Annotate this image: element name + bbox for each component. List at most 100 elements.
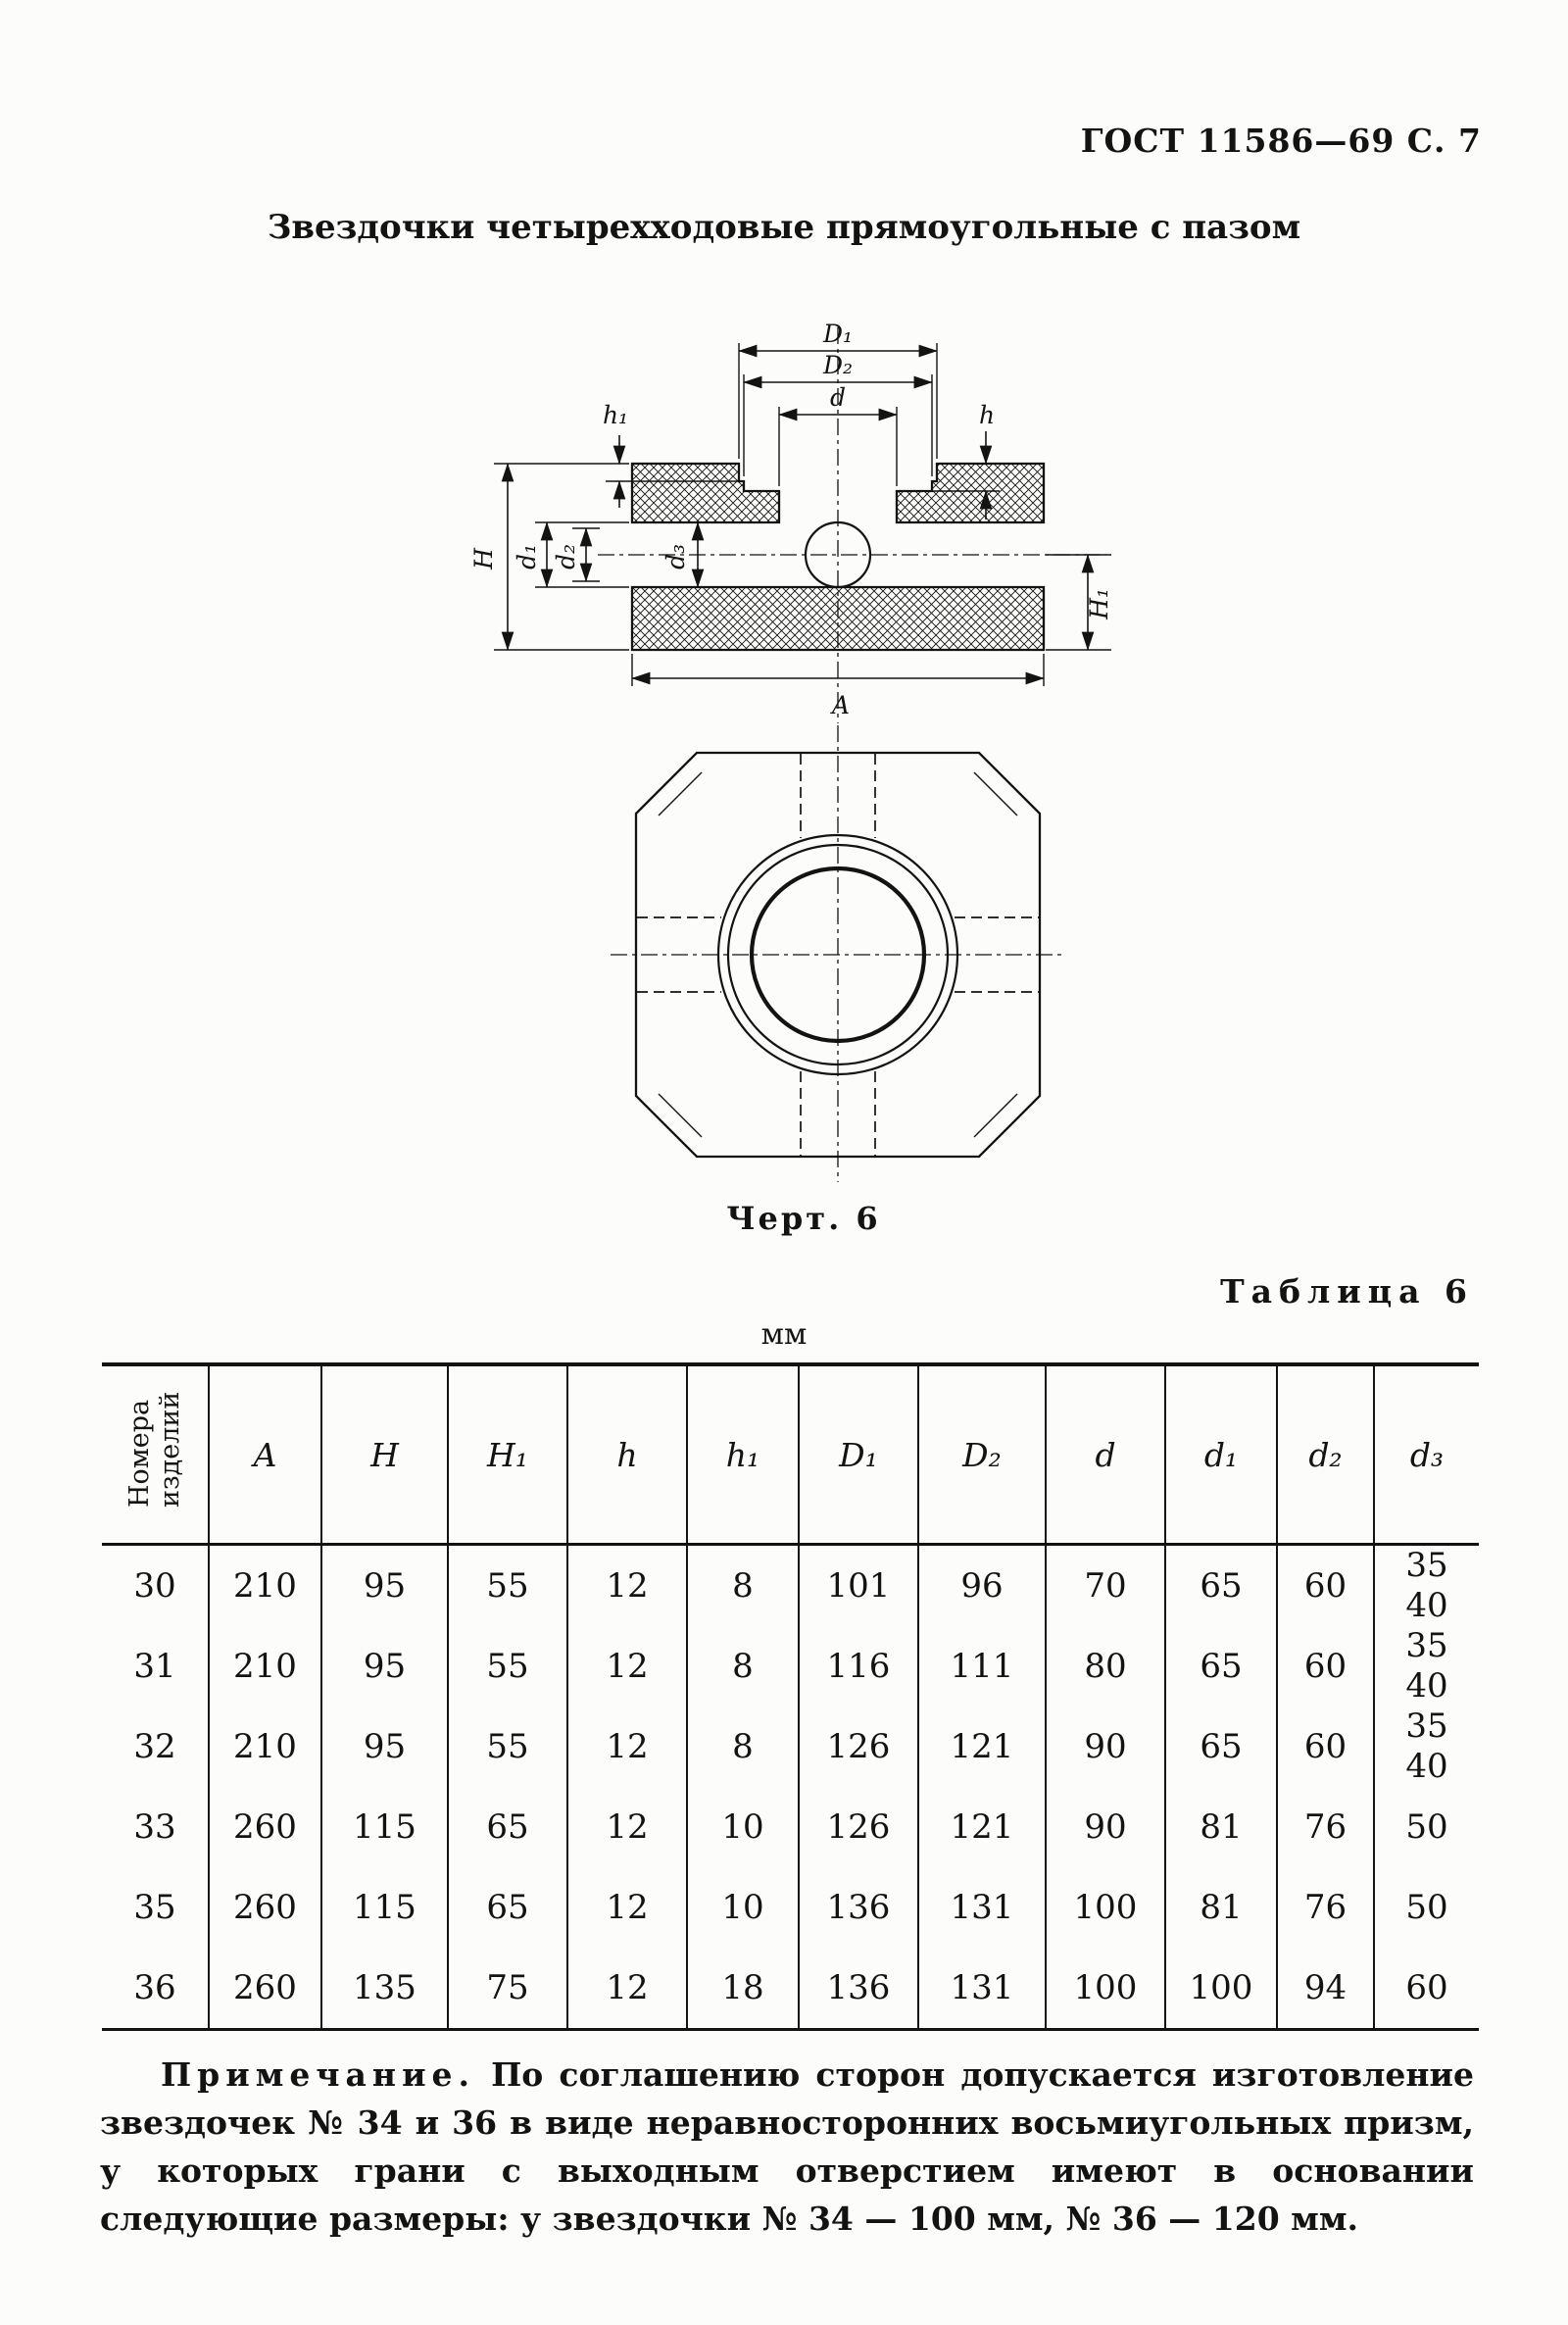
dim-label-A: A [830, 691, 850, 719]
table-cell: 101 [798, 1544, 918, 1626]
table-cell: 116 [798, 1626, 918, 1707]
table-row: 35 260 115 65 12 10 136 131 100 81 76 50 [102, 1867, 1479, 1948]
table-cell: 94 [1276, 1948, 1374, 2030]
table-cell: 121 [917, 1787, 1046, 1867]
table-cell: 65 [447, 1787, 567, 1867]
table-cell: 12 [566, 1787, 687, 1867]
table-cell: 33 [133, 1807, 176, 1847]
col-header-H1: H₁ [447, 1364, 567, 1546]
col-header-H: H [320, 1364, 448, 1546]
table-cell: 8 [686, 1626, 799, 1707]
table-cell: 100 [1164, 1948, 1277, 2030]
units-label: мм [760, 1317, 808, 1352]
table-row: 32 210 95 55 12 8 126 121 90 65 60 35 40 [102, 1707, 1479, 1787]
col-header-d: d [1045, 1364, 1165, 1546]
table-cell: 136 [798, 1948, 918, 2030]
technical-drawing: D₁ D₂ d h₁ h H d₁ d₂ d₃ H₁ A [469, 320, 1113, 1182]
table-cell: 75 [447, 1948, 567, 2030]
dim-label-D2: D₂ [822, 351, 853, 379]
dim-label-d: d [830, 383, 846, 412]
dim-label-D1-icon: D₁ [822, 320, 853, 348]
table-cell: 10 [686, 1787, 799, 1867]
table-cell: 260 [208, 1787, 321, 1867]
table-cell: 65 [1164, 1626, 1277, 1707]
table-cell: 12 [566, 1948, 687, 2030]
table-cell: 70 [1045, 1544, 1165, 1626]
page-title: Звездочки четырехходовые прямоугольные с… [267, 208, 1301, 247]
dim-label-h: h [979, 401, 995, 429]
table-cell: 60 [1373, 1948, 1479, 2030]
table-cell: 35 40 [1373, 1626, 1479, 1707]
col-header-D2: D₂ [917, 1364, 1046, 1546]
col-header-h: h [566, 1364, 687, 1546]
table-cell: 95 [320, 1544, 448, 1626]
table-cell: 18 [686, 1948, 799, 2030]
table-cell: 55 [447, 1707, 567, 1787]
table-cell: 136 [798, 1867, 918, 1948]
table-caption: Таблица 6 [1220, 1272, 1474, 1311]
table-cell: 50 [1373, 1787, 1479, 1867]
table-cell: 126 [798, 1787, 918, 1867]
note-text: По соглашению сторон допускается изготов… [100, 2055, 1474, 2238]
note-label: Примечание. [161, 2055, 476, 2094]
col-header-items: Номера изделий [102, 1364, 209, 1546]
table-cell: 36 [133, 1968, 176, 2007]
dim-label-H1: H₁ [1085, 588, 1113, 620]
table-cell: 65 [1164, 1707, 1277, 1787]
table-cell: 55 [447, 1544, 567, 1626]
table-cell: 95 [320, 1707, 448, 1787]
col-header-h1: h₁ [686, 1364, 799, 1546]
table-cell: 35 40 [1373, 1544, 1479, 1626]
col-header-d3: d₃ [1373, 1364, 1479, 1546]
table-cell: 60 [1276, 1626, 1374, 1707]
section-view: D₁ D₂ d h₁ h H d₁ d₂ d₃ H₁ A [469, 320, 1113, 723]
table-row: 30 210 95 55 12 8 101 96 70 65 60 35 40 [102, 1544, 1479, 1626]
table-row: 31 210 95 55 12 8 116 111 80 65 60 35 40 [102, 1626, 1479, 1707]
table-cell: 12 [566, 1626, 687, 1707]
table-cell: 60 [1276, 1707, 1374, 1787]
table-cell: 12 [566, 1707, 687, 1787]
note-paragraph: Примечание. По соглашению сторон допуска… [100, 2051, 1474, 2243]
table-cell: 96 [917, 1544, 1046, 1626]
table-cell: 12 [566, 1867, 687, 1948]
table-cell: 115 [320, 1787, 448, 1867]
table-cell: 121 [917, 1707, 1046, 1787]
table-cell: 260 [208, 1867, 321, 1948]
col-header-d2: d₂ [1276, 1364, 1374, 1546]
table-cell: 210 [208, 1544, 321, 1626]
table-cell: 76 [1276, 1867, 1374, 1948]
table-cell: 115 [320, 1867, 448, 1948]
table-cell: 35 40 [1373, 1707, 1479, 1787]
table-cell: 131 [917, 1867, 1046, 1948]
header-row: Номера изделий A H H₁ h h₁ D₁ D₂ d d₁ d₂… [102, 1364, 1479, 1546]
table-cell: 260 [208, 1948, 321, 2030]
dim-label-h1: h₁ [603, 401, 628, 429]
table-cell: 8 [686, 1707, 799, 1787]
table-row: 36 260 135 75 12 18 136 131 100 100 94 6… [102, 1948, 1479, 2030]
dimension-table: Номера изделий A H H₁ h h₁ D₁ D₂ d d₁ d₂… [102, 1362, 1479, 2031]
dim-label-d1: d₁ [513, 544, 541, 569]
dim-label-d2: d₂ [552, 544, 580, 569]
table-cell: 10 [686, 1867, 799, 1948]
table-cell: 76 [1276, 1787, 1374, 1867]
table-cell: 35 [133, 1888, 176, 1927]
table-cell: 100 [1045, 1948, 1165, 2030]
dim-label-H: H [469, 547, 498, 570]
table-cell: 135 [320, 1948, 448, 2030]
table-cell: 90 [1045, 1707, 1165, 1787]
col-header-A: A [208, 1364, 321, 1546]
table-cell: 100 [1045, 1867, 1165, 1948]
table-cell: 210 [208, 1626, 321, 1707]
table-cell: 95 [320, 1626, 448, 1707]
table-cell: 210 [208, 1707, 321, 1787]
table-cell: 65 [447, 1867, 567, 1948]
figure-caption: Черт. 6 [726, 1200, 881, 1237]
col-header-D1: D₁ [798, 1364, 918, 1546]
table-cell: 55 [447, 1626, 567, 1707]
table-cell: 111 [917, 1626, 1046, 1707]
table-cell: 131 [917, 1948, 1046, 2030]
table-cell: 126 [798, 1707, 918, 1787]
table-cell: 30 [133, 1566, 176, 1606]
dim-label-d3: d₃ [662, 544, 690, 569]
